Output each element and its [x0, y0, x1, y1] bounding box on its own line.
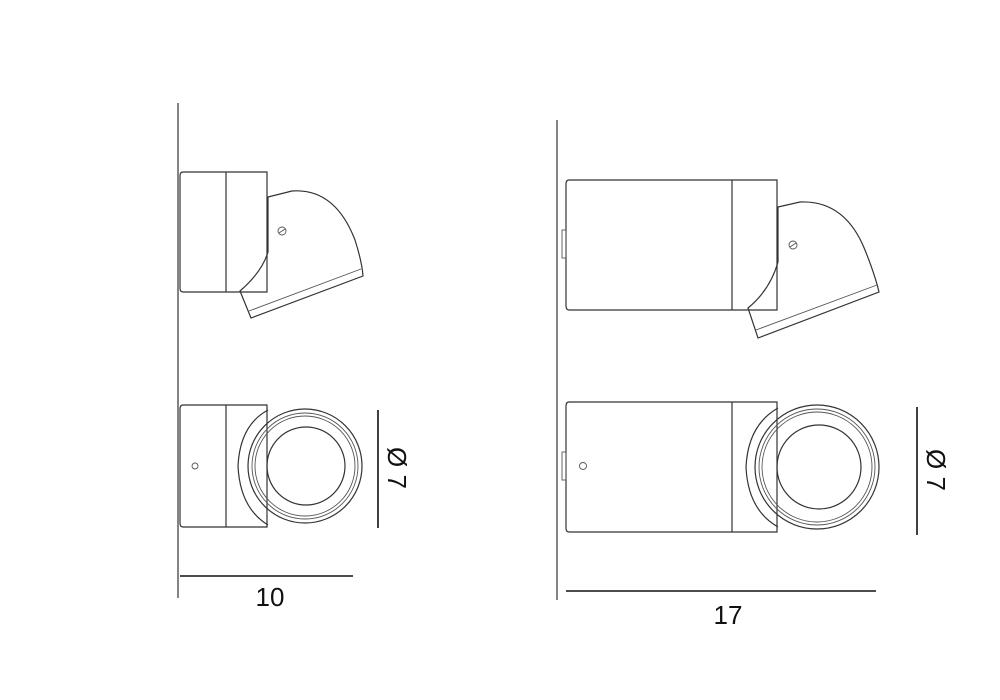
screw-icon — [788, 240, 798, 250]
small-fixture-group: Ø 7 10 — [177, 103, 412, 612]
large-fixture-side-view — [561, 179, 880, 339]
large-fixture-group: Ø 7 17 — [556, 120, 951, 630]
large-diameter-label: Ø 7 — [921, 449, 951, 491]
small-fixture-side-view — [179, 171, 364, 319]
small-width-label: 10 — [256, 582, 285, 612]
screw-icon — [277, 226, 287, 236]
small-fixture-front-view — [179, 404, 363, 528]
large-fixture-front-view — [561, 401, 880, 533]
small-diameter-label: Ø 7 — [382, 447, 412, 489]
large-width-label: 17 — [714, 600, 743, 630]
